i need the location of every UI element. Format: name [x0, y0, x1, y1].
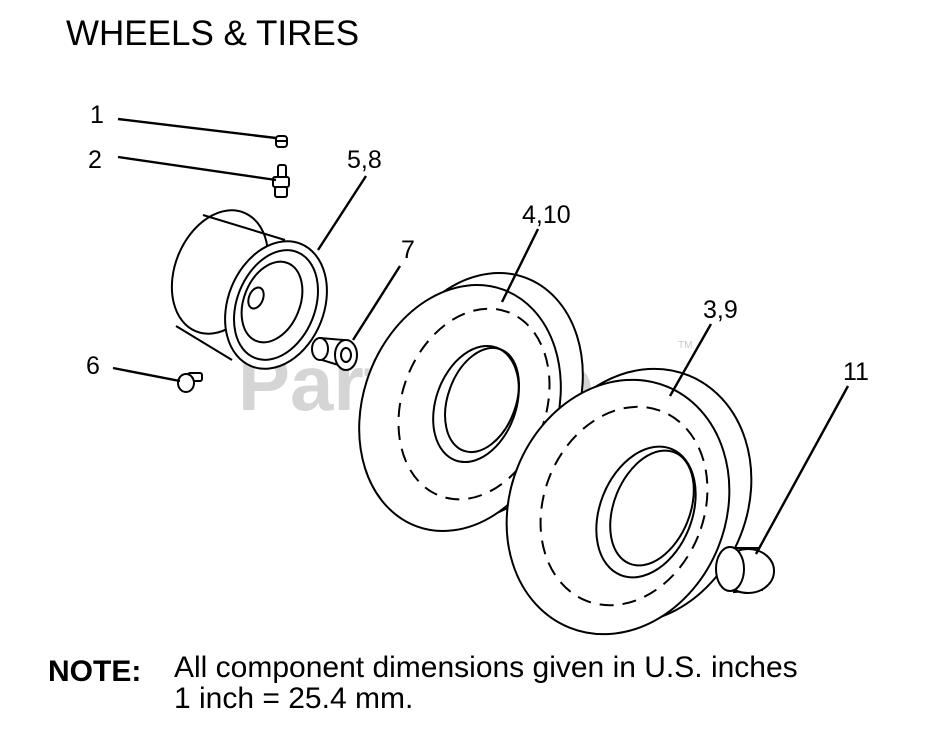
leader-line-5-8: [316, 175, 368, 251]
part-lug-bolt: [177, 372, 203, 393]
note-text: All component dimensions given in U.S. i…: [174, 652, 798, 714]
leader-line-6: [112, 366, 181, 383]
part-tire-rear: [505, 367, 753, 636]
note-line-1: All component dimensions given in U.S. i…: [174, 651, 798, 684]
part-valve-cap: [275, 135, 288, 148]
callout-3-9: 3,9: [703, 296, 738, 324]
part-hub-cap: [715, 546, 775, 594]
part-valve-stem: [272, 164, 290, 198]
leader-line-3-9: [668, 323, 713, 397]
callout-11: 11: [843, 358, 869, 386]
callout-7: 7: [401, 236, 415, 264]
callout-2: 2: [88, 146, 102, 174]
callout-4-10: 4,10: [522, 201, 571, 229]
watermark-trademark: TM: [678, 340, 692, 351]
leader-line-1: [117, 117, 277, 140]
leader-line-7: [351, 265, 402, 341]
callout-6: 6: [86, 352, 100, 380]
note-label: NOTE:: [48, 655, 142, 688]
part-wheel-rim: [170, 209, 328, 370]
leader-line-2: [117, 155, 277, 182]
callout-5-8: 5,8: [347, 146, 382, 174]
leader-line-4-10: [500, 228, 540, 303]
part-bushing: [311, 336, 358, 371]
callout-1: 1: [90, 101, 104, 129]
note-line-2: 1 inch = 25.4 mm.: [174, 682, 414, 715]
page-title: WHEELS & TIRES: [66, 14, 360, 53]
leader-line-11: [754, 385, 850, 555]
